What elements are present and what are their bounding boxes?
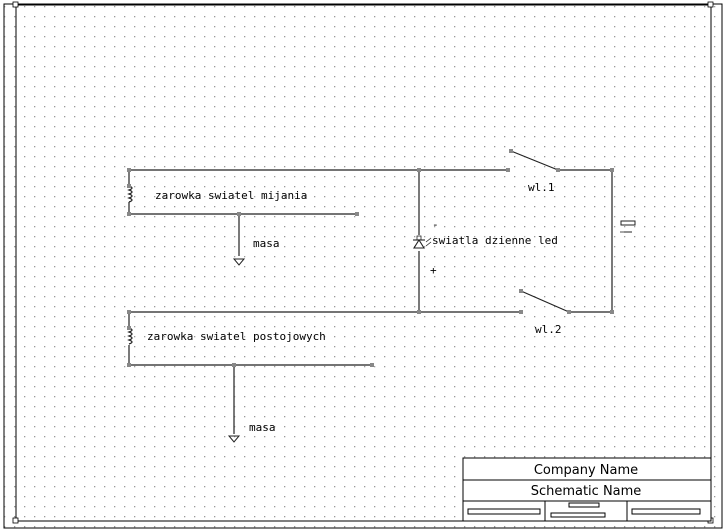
node[interactable]	[509, 149, 513, 153]
ground-arrow-1	[232, 258, 246, 266]
node[interactable]	[370, 363, 374, 367]
ground-arrow-2	[227, 435, 241, 443]
node[interactable]	[567, 310, 571, 314]
switch-2-blade[interactable]	[520, 290, 570, 313]
node[interactable]	[519, 310, 523, 314]
ground-1-label[interactable]: masa	[253, 237, 280, 250]
switch-1-blade[interactable]	[510, 150, 559, 171]
nodes	[127, 149, 614, 367]
node[interactable]	[232, 363, 236, 367]
title-field-center-bottom[interactable]	[550, 512, 606, 518]
switch-2-label[interactable]: wl.2	[535, 323, 562, 336]
led-symbol[interactable]	[413, 235, 432, 249]
node[interactable]	[127, 184, 131, 188]
led-label[interactable]: swiatla dzienne led	[432, 234, 558, 247]
title-field-left[interactable]	[467, 508, 541, 515]
corner-marker-tr[interactable]	[707, 1, 714, 8]
battery-symbol[interactable]	[620, 220, 636, 233]
node[interactable]	[556, 168, 560, 172]
node[interactable]	[127, 212, 131, 216]
lamp-low-beam-label[interactable]: zarowka swiatel mijania	[155, 189, 307, 202]
lamp-position-symbol[interactable]	[127, 327, 133, 345]
node[interactable]	[127, 363, 131, 367]
node[interactable]	[506, 168, 510, 172]
node[interactable]	[519, 289, 523, 293]
outer-border	[3, 3, 723, 529]
switch-1-label[interactable]: wl.1	[528, 181, 555, 194]
led-minus-label: -	[432, 218, 439, 231]
node[interactable]	[127, 168, 131, 172]
ground-2-label[interactable]: masa	[249, 421, 276, 434]
schematic-name[interactable]: Schematic Name	[531, 484, 642, 499]
inner-border	[15, 4, 712, 522]
dot-grid	[4, 4, 722, 528]
node[interactable]	[127, 310, 131, 314]
wires	[128, 169, 613, 434]
lamp-low-beam-symbol[interactable]	[127, 185, 133, 203]
node[interactable]	[127, 326, 131, 330]
node[interactable]	[355, 212, 359, 216]
node[interactable]	[237, 212, 241, 216]
node[interactable]	[610, 168, 614, 172]
led-plus-label: +	[430, 264, 437, 277]
lamp-position-label[interactable]: zarowka swiatel postojowych	[147, 330, 326, 343]
company-name[interactable]: Company Name	[534, 463, 638, 478]
corner-marker-bl[interactable]	[12, 517, 19, 524]
title-field-center-top[interactable]	[568, 502, 600, 508]
node[interactable]	[610, 310, 614, 314]
title-block: Company Name Schematic Name	[462, 457, 712, 522]
node[interactable]	[417, 168, 421, 172]
node[interactable]	[417, 310, 421, 314]
corner-marker-tl[interactable]	[12, 1, 19, 8]
title-field-right[interactable]	[631, 508, 701, 515]
